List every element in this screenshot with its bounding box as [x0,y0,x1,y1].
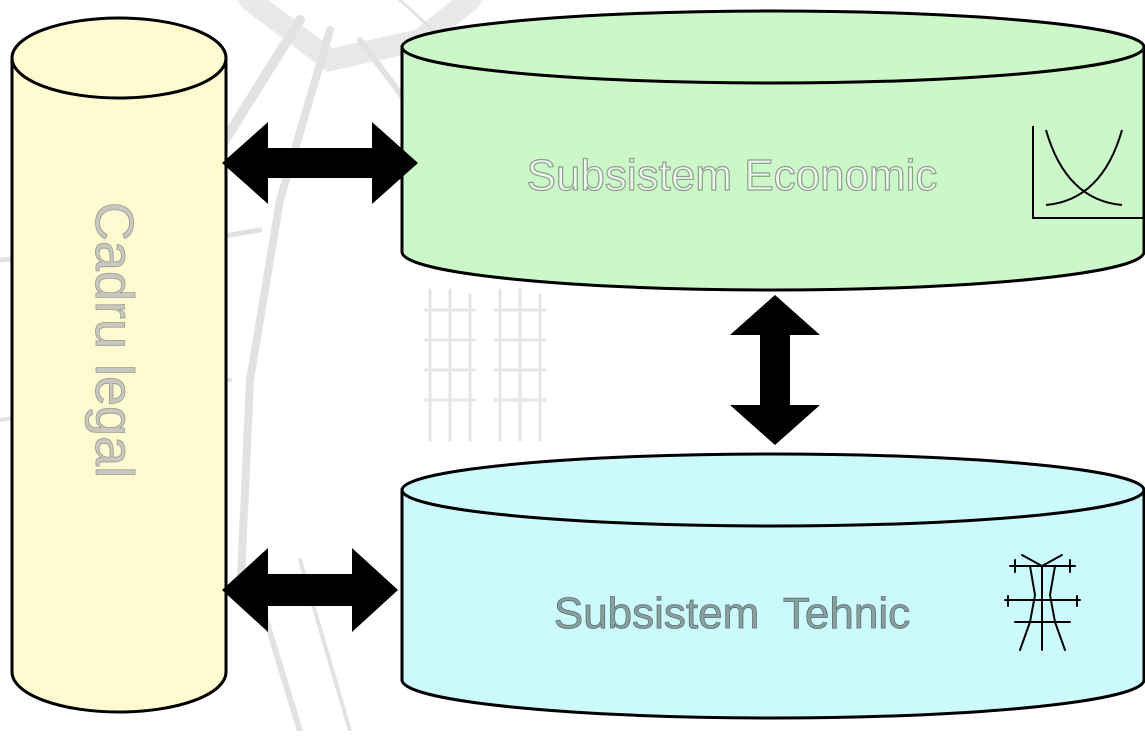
technical-subsystem-body [400,488,1145,720]
economic-subsystem-top [400,9,1145,85]
legal-framework-label: Cadru legal [84,202,144,478]
power-pylon-icon [1004,554,1081,651]
arrow-legal-economic [222,122,418,204]
supply-demand-curve-icon [1032,126,1145,219]
technical-subsystem-label: Subsistem Tehnic [554,589,910,638]
economic-subsystem-label: Subsistem Economic [527,151,938,200]
bidirectional-arrow-icon [222,122,418,204]
arrow-economic-technical [730,295,820,445]
economic-subsystem-body [400,45,1145,292]
legal-framework-body [10,56,228,714]
legal-framework-top [10,16,228,100]
economic-subsystem-cylinder: Subsistem Economic [400,9,1145,292]
bidirectional-arrow-icon [222,548,398,632]
technical-subsystem-cylinder: Subsistem Tehnic [400,452,1145,720]
arrow-legal-technical [222,548,398,632]
technical-subsystem-top [400,452,1145,528]
bidirectional-arrow-icon [730,295,820,445]
legal-framework-cylinder: Cadru legal [10,16,228,714]
